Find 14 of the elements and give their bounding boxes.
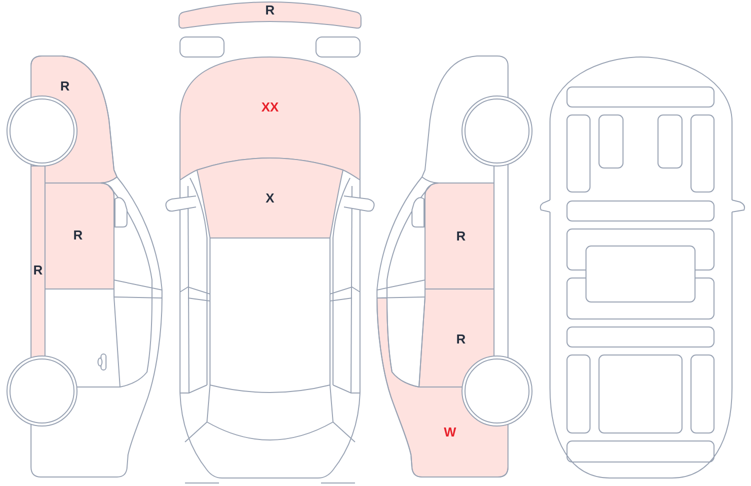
damage-code: X <box>266 190 274 206</box>
damage-code: R <box>33 262 43 278</box>
damaged-panel <box>424 182 496 290</box>
damage-code: R <box>265 2 275 18</box>
damaged-panel <box>178 0 362 31</box>
damage-code: R <box>60 78 70 94</box>
damage-code: XX <box>261 100 279 114</box>
damage-code: R <box>73 228 83 242</box>
damaged-panel <box>179 56 361 181</box>
damaged-panel <box>44 182 116 290</box>
damage-code: R <box>456 228 466 244</box>
damage-code: W <box>444 424 456 440</box>
damage-code: R <box>456 332 466 346</box>
damaged-panel <box>196 157 344 239</box>
